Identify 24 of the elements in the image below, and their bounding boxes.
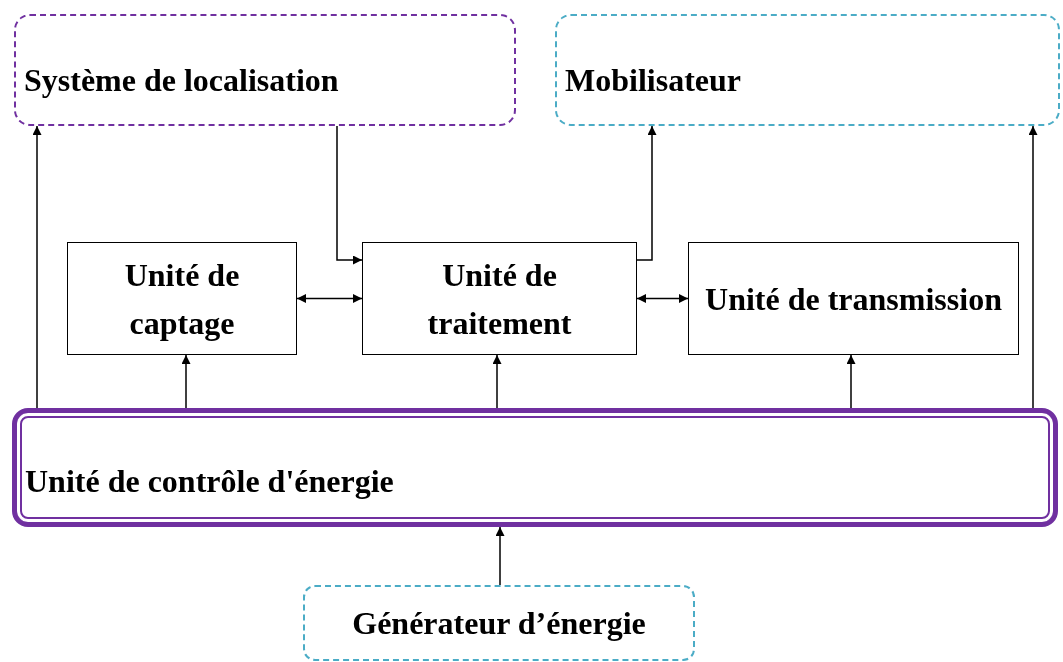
arrow xyxy=(336,125,363,265)
arrow xyxy=(181,354,191,409)
node-label: Unité de transmission xyxy=(704,279,1003,319)
process-box xyxy=(688,242,1019,355)
process-box xyxy=(362,242,637,355)
dashed-rounded-box xyxy=(555,14,1060,126)
arrow xyxy=(1028,125,1038,409)
node-label: Unité de captage xyxy=(123,255,241,343)
arrow xyxy=(32,125,42,409)
dashed-rounded-box xyxy=(303,585,695,661)
process-box xyxy=(67,242,297,355)
arrow xyxy=(296,294,363,303)
arrow xyxy=(846,354,856,409)
arrow xyxy=(636,294,689,303)
dashed-rounded-box xyxy=(14,14,516,126)
node-label: Système de localisation xyxy=(23,61,340,100)
arrow xyxy=(495,526,505,586)
arrow xyxy=(492,354,502,409)
node-label: Unité de traitement xyxy=(426,255,573,343)
node-label: Générateur d’énergie xyxy=(351,604,647,643)
arrow xyxy=(636,125,657,261)
double-border-box xyxy=(12,408,1058,527)
node-label: Mobilisateur xyxy=(564,61,742,100)
node-label: Unité de contrôle d'énergie xyxy=(24,461,395,501)
